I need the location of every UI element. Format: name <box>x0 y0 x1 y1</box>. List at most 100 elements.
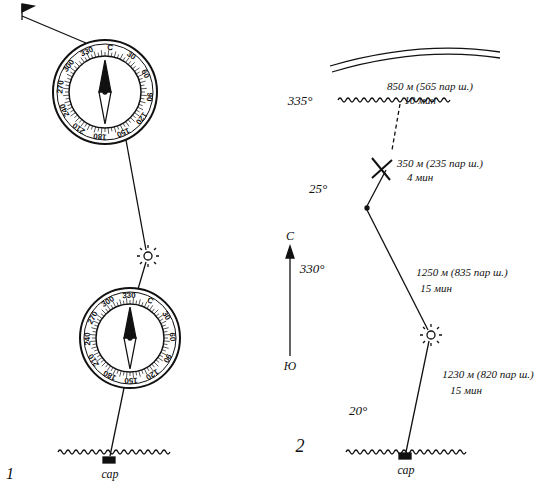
route-segment <box>392 104 400 150</box>
compass-tick <box>128 120 131 123</box>
compass-tick <box>70 72 73 74</box>
compass-tick <box>85 123 87 126</box>
cross-mark <box>372 160 392 178</box>
bearing-line <box>110 388 124 456</box>
dial-number: 270 <box>86 311 99 327</box>
dial-number: 60 <box>168 332 176 341</box>
compass-tick <box>67 78 71 79</box>
compass-tick <box>163 331 167 333</box>
dial-number: 240 <box>58 102 71 117</box>
compass-tick <box>135 371 137 375</box>
compass-tick <box>117 54 118 58</box>
compass-tick <box>98 127 100 131</box>
compass-tick <box>81 58 84 63</box>
compass-needle <box>124 307 136 338</box>
dial-number: 180 <box>93 131 107 140</box>
compass-tick <box>108 128 110 134</box>
compass-tick <box>97 355 100 357</box>
compass-tick <box>142 370 143 374</box>
azimuth: 25° <box>309 182 327 195</box>
distance: 1250 м (835 пар ш.) <box>416 267 507 278</box>
compass-tick <box>106 309 109 312</box>
panel-number: 1 <box>6 466 14 482</box>
dial-number: 90 <box>144 92 153 102</box>
north-arrow <box>289 252 290 356</box>
compass-tick <box>133 66 136 69</box>
compass-tick <box>163 328 169 330</box>
time: 4 мин <box>407 172 433 183</box>
compass-tick <box>138 107 143 110</box>
dial-number: 330 <box>122 292 136 300</box>
compass-tick <box>117 302 118 306</box>
compass-tick <box>140 101 146 103</box>
compass-tick <box>87 125 90 130</box>
compass-tick <box>120 54 123 59</box>
dial-number: 150 <box>115 126 130 139</box>
dial-number: 330 <box>79 45 94 58</box>
compass-tick <box>128 61 131 64</box>
compass-tick <box>120 371 122 377</box>
terrain-line <box>58 450 170 454</box>
flag <box>22 4 34 12</box>
distance: 1230 м (820 пар ш.) <box>442 369 533 380</box>
compass-tick <box>111 127 113 131</box>
compass-tick <box>91 328 97 330</box>
compass-tick <box>156 314 159 317</box>
route-segment <box>367 170 386 206</box>
compass-tick <box>130 300 131 304</box>
compass-ring <box>84 292 176 384</box>
compass-tick <box>162 350 166 351</box>
compass-tick <box>71 113 76 116</box>
distance: 350 м (235 пар ш.) <box>397 158 483 169</box>
compass-tick <box>152 364 155 367</box>
compass-tick <box>74 66 77 69</box>
compass-tick <box>152 309 155 312</box>
dial-number: 270 <box>57 80 66 94</box>
compass-tick <box>140 98 144 100</box>
compass-tick <box>98 53 100 57</box>
compass-tick <box>117 370 118 374</box>
needle-pivot <box>103 90 107 94</box>
compass-tick <box>111 305 113 308</box>
compass-tick <box>142 302 143 306</box>
compass-tick <box>130 62 134 66</box>
compass-tick <box>154 362 158 366</box>
compass-tick <box>74 115 77 118</box>
time: 15 мин <box>420 283 452 294</box>
barn-symbol <box>399 453 411 459</box>
north-arrow-head <box>286 246 294 258</box>
compass-tick <box>134 68 139 71</box>
compass-tick <box>123 371 125 375</box>
barn-symbol <box>103 457 115 463</box>
compass-tick <box>91 347 97 349</box>
compass-tick <box>139 299 141 305</box>
compass-tick <box>67 74 72 77</box>
compass-ticks <box>90 298 170 378</box>
compass-needle <box>99 92 111 124</box>
compass-tick <box>140 85 144 87</box>
compass-tick <box>114 51 116 57</box>
compass-tick <box>123 57 125 60</box>
road-line <box>330 48 500 66</box>
sun-symbol <box>420 324 442 346</box>
compass-point: Ю <box>284 360 296 372</box>
bearing-line <box>22 16 86 43</box>
compass-tick <box>164 338 168 339</box>
needle-pivot <box>128 336 132 340</box>
azimuth: 330° <box>300 262 325 275</box>
sun-symbol <box>137 245 159 267</box>
compass-tick <box>101 50 103 56</box>
compass-tick <box>120 299 122 305</box>
dial-number: 150 <box>125 376 139 384</box>
compass-tick <box>163 343 167 345</box>
route-segment <box>406 341 429 452</box>
compass-tick <box>67 104 71 105</box>
dial-number: 240 <box>84 333 92 347</box>
compass-tick <box>66 85 70 87</box>
compass-ticks <box>63 50 147 134</box>
compass-ring <box>57 44 153 140</box>
time: 10 мин <box>404 95 436 106</box>
compass-tick <box>85 57 87 60</box>
compass-tick <box>93 331 97 333</box>
